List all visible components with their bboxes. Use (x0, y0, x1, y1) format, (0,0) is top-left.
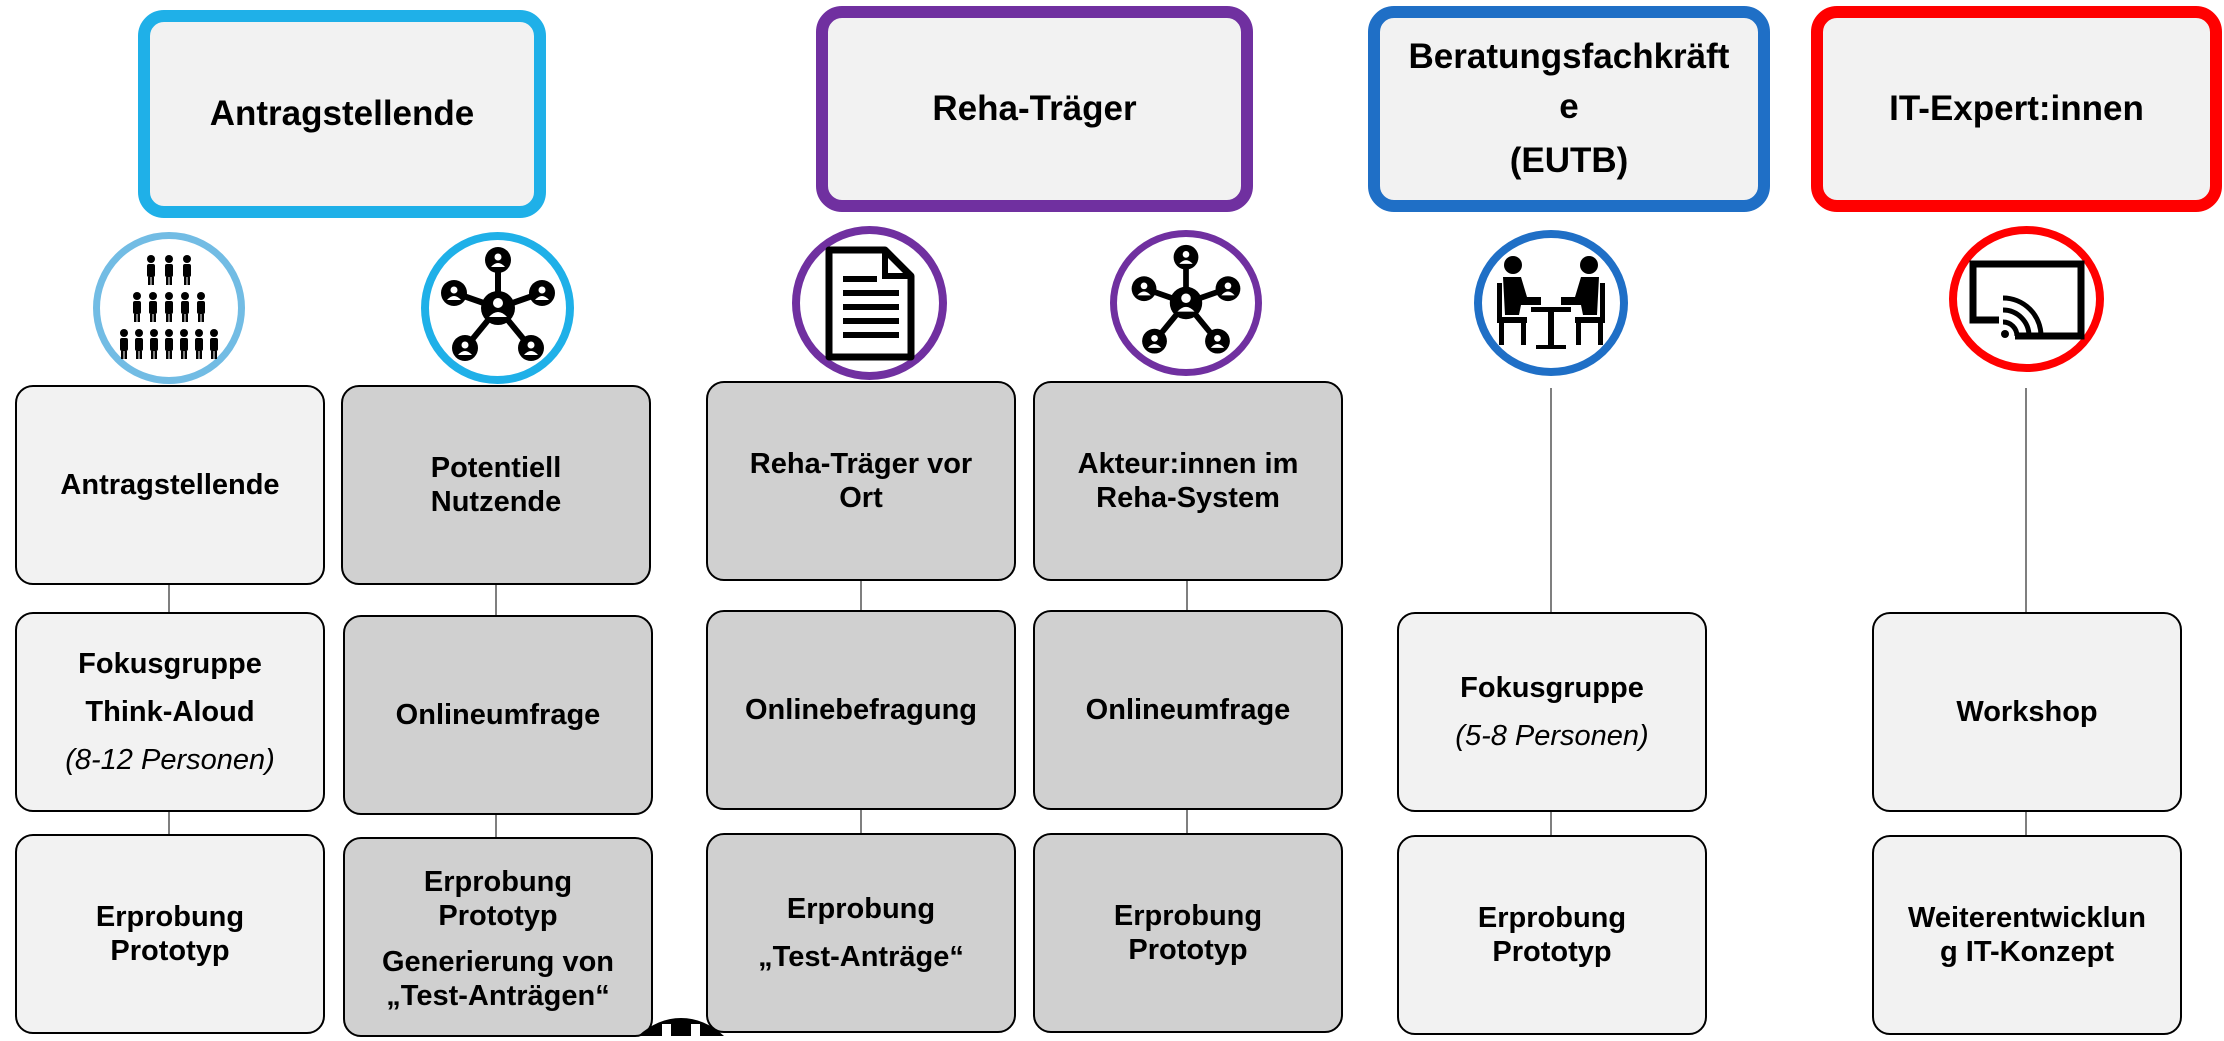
arrow-icon (636, 1016, 726, 1036)
box-fokusgruppe: Fokusgruppe (5-8 Personen) (1397, 612, 1707, 812)
prototyp-label: Prototyp (438, 900, 558, 932)
header-it-expertinnen-label: IT-Expert:innen (1889, 89, 2144, 128)
erprobung-label: Erprobung (95, 901, 245, 933)
box-onlineumfrage: Onlineumfrage (1033, 610, 1343, 810)
box-antragstellende: Antragstellende (15, 385, 325, 585)
header-reha-traeger-label: Reha-Träger (932, 89, 1137, 128)
box-erprobung-prototyp: Erprobung Prototyp (1397, 835, 1707, 1035)
think-aloud-label: Think-Aloud (85, 696, 255, 728)
generierung-label: Generierung von (381, 946, 615, 978)
box-reha-traeger-vor-ort: Reha-Träger vor Ort (706, 381, 1016, 581)
people-group-icon (93, 232, 245, 384)
header-it-expertinnen: IT-Expert:innen (1811, 6, 2222, 212)
box-antragstellende-label: Antragstellende (60, 469, 280, 501)
reha-system-label: Reha-System (1096, 482, 1280, 514)
onlineumfrage-label: Onlineumfrage (1085, 694, 1291, 726)
header-antragstellende-label: Antragstellende (209, 94, 475, 133)
erprobung-label: Erprobung (423, 866, 573, 898)
box-onlinebefragung: Onlinebefragung (706, 610, 1016, 810)
prototyp-label: Prototyp (1492, 936, 1612, 968)
box-erprobung-generierung: Erprobung Prototyp Generierung von „Test… (343, 837, 653, 1037)
participants-count-label: (8-12 Personen) (65, 744, 275, 776)
test-antraege-label: „Test-Anträge“ (758, 941, 964, 973)
box-onlineumfrage: Onlineumfrage (343, 615, 653, 815)
erprobung-label: Erprobung (1113, 900, 1263, 932)
box-fokusgruppe-think-aloud: Fokusgruppe Think-Aloud (8-12 Personen) (15, 612, 325, 812)
prototyp-label: Prototyp (110, 935, 230, 967)
fokusgruppe-label: Fokusgruppe (1460, 672, 1644, 704)
ort-label: Ort (839, 482, 883, 514)
prototyp-label: Prototyp (1128, 934, 1248, 966)
box-erprobung-test-antraege: Erprobung „Test-Anträge“ (706, 833, 1016, 1033)
meeting-table-icon (1474, 230, 1628, 376)
network-icon (1110, 230, 1262, 376)
nutzende-label: Nutzende (430, 486, 562, 518)
erprobung-label: Erprobung (1477, 902, 1627, 934)
header-eutb: Beratungsfachkräft e (EUTB) (1368, 6, 1770, 212)
box-erprobung-prototyp: Erprobung Prototyp (1033, 833, 1343, 1033)
box-weiterentwicklung-it-konzept: Weiterentwicklun g IT-Konzept (1872, 835, 2182, 1035)
potentiell-label: Potentiell (430, 452, 562, 484)
akteurinnen-label: Akteur:innen im (1077, 448, 1299, 480)
onlinebefragung-label: Onlinebefragung (745, 694, 977, 726)
it-konzept-label: g IT-Konzept (1940, 936, 2114, 968)
erprobung-label: Erprobung (786, 893, 936, 925)
box-potentiell-nutzende: Potentiell Nutzende (341, 385, 651, 585)
header-reha-traeger: Reha-Träger (816, 6, 1253, 212)
document-icon (792, 226, 947, 380)
wireless-screen-icon (1949, 226, 2104, 372)
test-antraegen-label: „Test-Anträgen“ (386, 980, 610, 1012)
fokusgruppe-label: Fokusgruppe (78, 648, 262, 680)
onlineumfrage-label: Onlineumfrage (395, 699, 601, 731)
weiterentwicklung-label: Weiterentwicklun (1908, 902, 2146, 934)
participants-count-label: (5-8 Personen) (1455, 720, 1649, 752)
header-eutb-label-line1: Beratungsfachkräft (1408, 37, 1730, 76)
workshop-label: Workshop (1956, 696, 2098, 728)
box-akteurinnen-reha-system: Akteur:innen im Reha-System (1033, 381, 1343, 581)
header-eutb-label-line3: (EUTB) (1509, 141, 1629, 180)
box-erprobung-prototyp: Erprobung Prototyp (15, 834, 325, 1034)
reha-traeger-vor-label: Reha-Träger vor (749, 448, 973, 480)
header-eutb-label-line2: e (1559, 87, 1579, 126)
network-icon (421, 232, 574, 384)
box-workshop: Workshop (1872, 612, 2182, 812)
header-antragstellende: Antragstellende (138, 10, 546, 218)
